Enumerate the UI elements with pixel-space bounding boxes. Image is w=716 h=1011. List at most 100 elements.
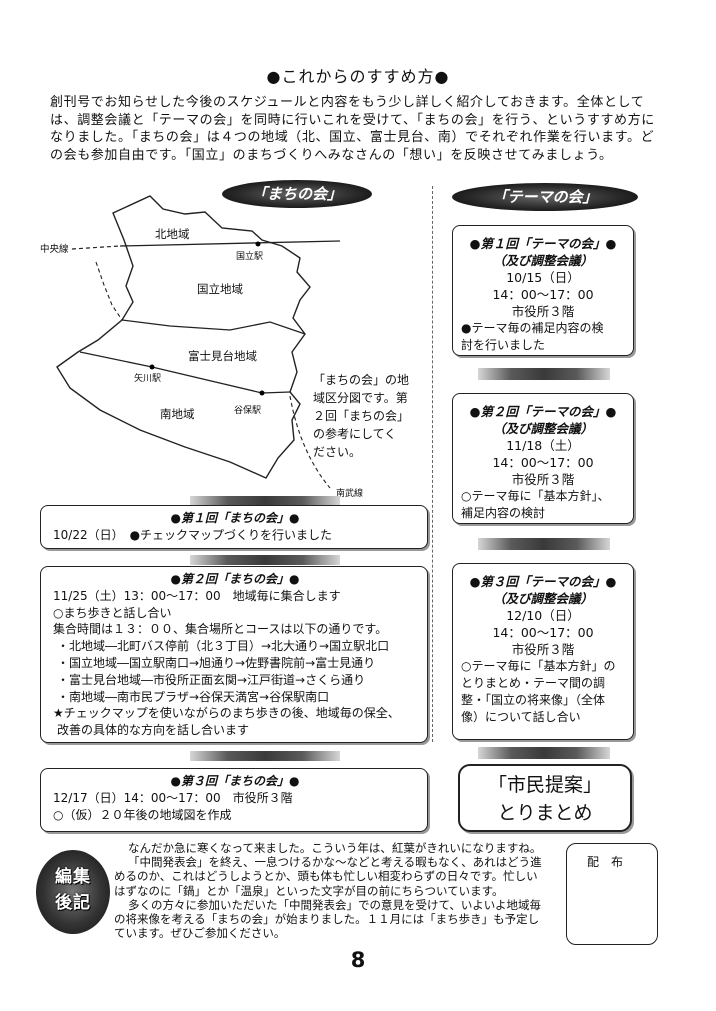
theme-meeting-2: ●第２回「テーマの会」● （及び調整会議） 11/18（土） 14：00〜17：… [452,393,634,524]
citizen-proposal-box: 「市民提案」 とりまとめ [458,764,632,832]
flow-arrow [478,368,610,380]
column-divider [432,186,433,742]
kunitachi-station-label: 国立駅 [236,250,263,262]
map-caption-line: 域区分図です。第 [313,391,408,405]
kita-area-label: 北地域 [155,227,190,241]
theme-meeting-note: 補足内容の検討 [461,506,546,520]
theme-meeting-time: 14：00〜17：00 [492,287,594,302]
intro-line: の会も参加自由です。「国立」のまちづくりへみなさんの「想い」を反映させてみましょ… [50,147,613,163]
chuo-line [119,240,341,247]
page-title: ●これからのすすめ方● [266,67,450,86]
fujimidai-area-label: 富士見台地域 [188,349,257,363]
distribution-box: 配 布 [566,843,658,945]
yaho-station-marker [259,390,265,396]
chuo-line-label: 中央線 [40,243,69,255]
theme-meeting-heading: ●第２回「テーマの会」● [469,404,617,419]
theme-banner: 「テーマの会」 [452,183,638,211]
machi-meeting-line: ★チェックマップを使いながらのまち歩きの後、地域毎の保全、 [53,706,400,721]
theme-meeting-note: 整・「国立の将来像」（全体 [461,693,606,707]
machi-meeting-heading: ●第２回「まちの会」● [170,572,300,586]
editorial-line: 「中間発表会」を終え、一息つけるかな〜などと考える暇もなく、あれはどう進 [128,855,542,870]
citizen-proposal-line: とりまとめ [497,802,593,824]
flow-arrow [190,751,340,761]
map-caption-line: 「まちの会」の地 [313,373,410,387]
machi-meeting-heading: ●第１回「まちの会」● [170,511,300,525]
theme-meeting-date: 11/18（土） [506,438,580,453]
machi-meeting-3: ●第３回「まちの会」● 12/17（日）14：00〜17：00 市役所３階 ○（… [40,768,428,832]
yaho-station-label: 谷保駅 [234,404,261,416]
route-item: ・国立地域―国立駅南口→旭通り→佐野書院前→富士見通り [57,655,376,670]
theme-meeting-place: 市役所３階 [511,472,575,487]
nambu-line-dashed [289,395,331,489]
left-dashed-line [95,261,123,321]
nambu-line-label: 南武線 [336,487,363,499]
theme-meeting-3: ●第３回「テーマの会」● （及び調整会議） 12/10（日） 14：00〜17：… [452,563,634,740]
theme-meeting-sub: （及び調整会議） [492,591,593,606]
flow-arrow [478,747,610,759]
kunitachi-fujimidai-boundary [121,319,306,335]
editorial-line: なんだか急に寒くなって来ました。こういう年は、紅葉がきれいになりますね。 [128,841,542,855]
machi-meeting-line: 12/17（日）14：00〜17：00 市役所３階 [53,790,293,805]
theme-meeting-note: 像）について話し合い [461,710,581,724]
editorial-line: の将来像を考える「まちの会」が始まりました。１１月には「まち歩き」も予定し [114,912,540,927]
kunitachi-area-label: 国立地域 [197,282,243,296]
editorial-line: はずなのに「鍋」とか「温泉」といった文字が目の前にちらついています。 [114,883,504,898]
theme-meeting-time: 14：00〜17：00 [492,625,594,640]
map-caption: 「まちの会」の地 域区分図です。第 ２回「まちの会」 の参考にしてく ださい。 [313,371,413,461]
citizen-proposal-line: 「市民提案」 [487,774,602,796]
machi-meeting-line: 10/22（日） ●チェックマップづくりを行いました [53,527,333,542]
machi-banner: 「まちの会」 [222,180,372,208]
machi-meeting-line: 改善の具体的な方向を話し合います [57,723,250,738]
theme-meeting-place: 市役所３階 [511,642,575,657]
theme-meeting-note: ○テーマ毎に「基本方針」、 [461,489,610,503]
editorial-text: なんだか急に寒くなって来ました。こういう年は、紅葉がきれいになりますね。 「中間… [114,841,562,940]
map-caption-line: の参考にしてく [313,427,397,441]
flow-arrow [190,496,340,506]
route-item: ・富士見台地域―市役所正面玄関→江戸街道→さくら通り [57,672,366,687]
editorial-badge-line: 後記 [55,893,91,913]
theme-meeting-note: ○テーマ毎に「基本方針」の [461,659,616,673]
editorial-line: めるのか、これはどうしようとか、頭も体も忙しい相変わらずの日々です。忙しい [114,869,538,884]
theme-meeting-heading: ●第３回「テーマの会」● [469,574,617,589]
theme-meeting-date: 10/15（日） [506,270,580,285]
intro-line: 創刊号でお知らせした今後のスケジュールと内容をもう少し詳しく紹介しておきます。全… [50,95,645,110]
theme-meeting-sub: （及び調整会議） [492,421,593,436]
map-caption-line: ださい。 [313,445,362,459]
editorial-line: ています。ぜひご参加ください。 [114,926,286,941]
page-number: 8 [350,948,366,972]
theme-meeting-place: 市役所３階 [511,304,575,319]
theme-meeting-time: 14：00〜17：00 [492,455,594,470]
editorial-line: 多くの方々に参加いただいた「中間発表会」での意見を受けて、いよいよ地域毎 [128,897,541,912]
flow-arrow [190,555,340,565]
intro-line: なりました。「まちの会」は４つの地域（北、国立、富士見台、南）でそれぞれ作業を行… [50,130,655,145]
yagawa-station-marker [149,364,155,370]
yagawa-station-label: 矢川駅 [134,372,161,384]
editorial-badge-line: 編集 [55,867,91,887]
distribution-label: 配 布 [587,855,624,869]
machi-meeting-1: ●第１回「まちの会」● 10/22（日） ●チェックマップづくりを行いました [40,505,428,549]
theme-meeting-heading: ●第１回「テーマの会」● [469,236,617,251]
city-boundary [56,195,311,479]
machi-meeting-line: 集合時間は１３：００、集合場所とコースは以下の通りです。 [53,622,388,637]
machi-meeting-line: ○（仮）２０年後の地域図を作成 [53,807,232,822]
chuo-line-dashed [71,245,121,250]
machi-meeting-2: ●第２回「まちの会」● 11/25（土）13：00〜17：00 地域毎に集合しま… [40,566,428,743]
kunitachi-station-marker [255,241,261,247]
machi-meeting-heading: ●第３回「まちの会」● [170,774,300,788]
route-item: ・南地域―南市民プラザ→谷保天満宮→谷保駅南口 [57,689,330,704]
district-map: 中央線 北地域 国立駅 国立地域 富士見台地域 矢川駅 南地域 谷保駅 南武線 [40,195,363,499]
editorial-badge: 編集 後記 [36,850,110,934]
theme-meeting-note: とりまとめ・テーマ間の調 [461,676,606,690]
intro-text: 創刊号でお知らせした今後のスケジュールと内容をもう少し詳しく紹介しておきます。全… [50,94,680,164]
minami-area-label: 南地域 [160,407,195,421]
theme-meeting-note: 討を行いました [461,338,546,352]
flow-arrow [478,538,610,550]
route-item: ・北地域―北町バス停前（北３丁目）→北大通り→国立駅北口 [57,639,390,654]
theme-meeting-date: 12/10（日） [506,608,580,623]
intro-line: は、調整会議と「テーマの会」を同時に行いこれを受けて、「まちの会」を行う、という… [50,112,655,128]
theme-meeting-note: ●テーマ毎の補足内容の検 [461,321,604,335]
machi-meeting-line: 11/25（土）13：00〜17：00 地域毎に集合します [53,588,341,603]
map-caption-line: ２回「まちの会」 [313,409,410,423]
theme-meeting-1: ●第１回「テーマの会」● （及び調整会議） 10/15（日） 14：00〜17：… [452,225,634,356]
theme-meeting-sub: （及び調整会議） [492,253,593,268]
